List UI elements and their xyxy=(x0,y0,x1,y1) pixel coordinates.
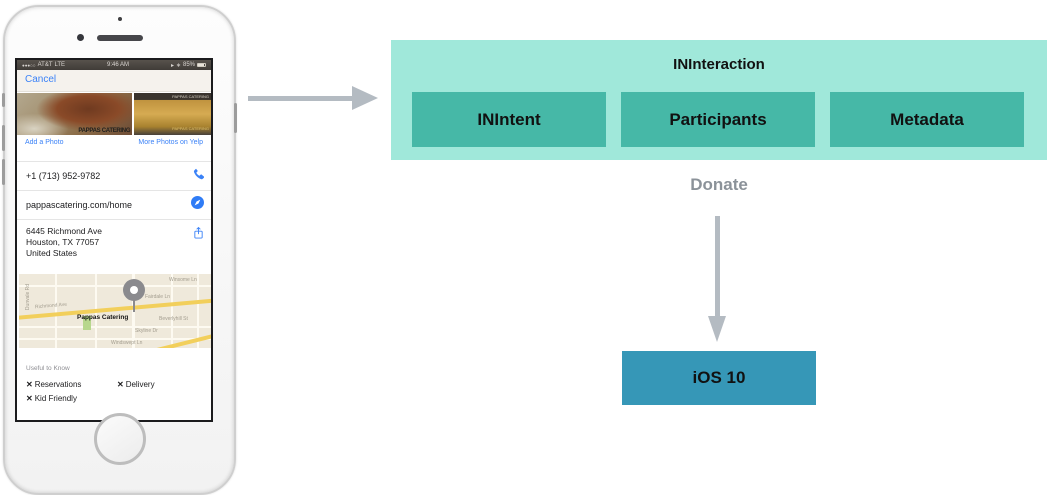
map-pin-icon xyxy=(123,279,145,301)
useful-to-know-header: Useful to Know xyxy=(26,365,70,372)
location-map[interactable]: Pappas Catering Richmond Ave Fairdale Ln… xyxy=(19,274,211,348)
status-bar: ●●●○○ AT&T LTE 9:46 AM ▸ ∗ 85% xyxy=(17,60,211,70)
iphone-device: ●●●○○ AT&T LTE 9:46 AM ▸ ∗ 85% Cancel PA… xyxy=(2,5,237,495)
safari-icon[interactable] xyxy=(191,196,204,214)
x-mark-icon: ✕ xyxy=(26,380,33,389)
x-mark-icon: ✕ xyxy=(117,380,124,389)
map-pin-stem xyxy=(133,300,135,312)
street-label: Skyline Dr xyxy=(135,328,158,334)
inintent-box: INIntent xyxy=(412,92,606,147)
more-photos-link[interactable]: More Photos on Yelp xyxy=(138,139,203,146)
business-photo-steak[interactable]: PAPPAS CATERING xyxy=(17,93,133,135)
navigation-bar: Cancel xyxy=(17,70,211,92)
clock-label: 9:46 AM xyxy=(106,62,129,68)
volume-up-button[interactable] xyxy=(2,125,5,151)
phone-screen: ●●●○○ AT&T LTE 9:46 AM ▸ ∗ 85% Cancel PA… xyxy=(15,58,213,422)
location-arrow-icon: ▸ xyxy=(170,62,174,69)
cancel-button[interactable]: Cancel xyxy=(25,74,57,85)
business-photo-grill[interactable]: PAPPAS CATERING PAPPAS CATERING xyxy=(134,93,211,135)
photo-links-row: Add a Photo More Photos on Yelp xyxy=(17,139,211,151)
street-label: Fairdale Ln xyxy=(145,294,171,300)
amenity-reservations: ✕Reservations xyxy=(26,380,82,389)
carrier-label: AT&T xyxy=(37,62,53,68)
volume-down-button[interactable] xyxy=(2,159,5,185)
website-label: pappascatering.com/home xyxy=(26,200,133,210)
mute-switch[interactable] xyxy=(2,93,5,107)
ininteraction-children: INIntent Participants Metadata xyxy=(412,92,1024,147)
front-camera-icon xyxy=(77,34,84,41)
power-button[interactable] xyxy=(234,103,237,133)
donate-label: Donate xyxy=(690,175,748,194)
right-arrow-line xyxy=(248,96,354,101)
map-park-area xyxy=(83,316,91,330)
ios10-box: iOS 10 xyxy=(622,351,816,405)
proximity-sensor-dot xyxy=(117,17,122,21)
home-button[interactable] xyxy=(93,413,146,465)
address-row[interactable]: 6445 Richmond Ave Houston, TX 77057 Unit… xyxy=(17,219,211,269)
metadata-box: Metadata xyxy=(830,92,1024,147)
street-label: Beverlyhill St xyxy=(159,316,188,322)
street-label: Winsome Ln xyxy=(169,277,197,283)
down-arrow-line xyxy=(715,216,720,316)
battery-icon xyxy=(197,63,206,67)
ininteraction-box: INInteraction INIntent Participants Meta… xyxy=(391,40,1047,160)
network-label: LTE xyxy=(54,62,66,68)
down-arrow-head-icon xyxy=(708,316,726,342)
x-mark-icon: ✕ xyxy=(26,394,33,403)
street-label: Richmond Ave xyxy=(34,301,68,311)
right-arrow-head-icon xyxy=(352,86,378,110)
ininteraction-title: INInteraction xyxy=(673,56,765,73)
share-icon[interactable] xyxy=(193,226,204,245)
street-label: Dunvale Rd xyxy=(25,283,32,311)
phone-number-row[interactable]: +1 (713) 952-9782 xyxy=(17,161,211,190)
street-label: Windswept Ln xyxy=(111,340,143,346)
earpiece-speaker xyxy=(97,35,143,41)
signal-strength-icon: ●●●○○ xyxy=(22,62,36,68)
map-business-label: Pappas Catering xyxy=(77,314,129,321)
website-row[interactable]: pappascatering.com/home xyxy=(17,190,211,219)
address-label: 6445 Richmond Ave Houston, TX 77057 Unit… xyxy=(26,226,102,258)
amenity-kid-friendly: ✕Kid Friendly xyxy=(26,394,77,403)
photo-watermark: PAPPAS CATERING xyxy=(78,128,131,134)
photo-strip[interactable]: PAPPAS CATERING PAPPAS CATERING PAPPAS C… xyxy=(17,93,211,135)
participants-box: Participants xyxy=(621,92,815,147)
photo-watermark: PAPPAS CATERING xyxy=(172,94,209,99)
add-photo-link[interactable]: Add a Photo xyxy=(25,139,64,146)
amenity-delivery: ✕Delivery xyxy=(117,380,155,389)
bluetooth-icon: ∗ xyxy=(175,62,181,69)
photo-watermark: PAPPAS CATERING xyxy=(172,126,209,131)
call-icon[interactable] xyxy=(191,167,205,185)
phone-number-label: +1 (713) 952-9782 xyxy=(26,171,101,181)
battery-percent-label: 85% xyxy=(182,62,195,68)
